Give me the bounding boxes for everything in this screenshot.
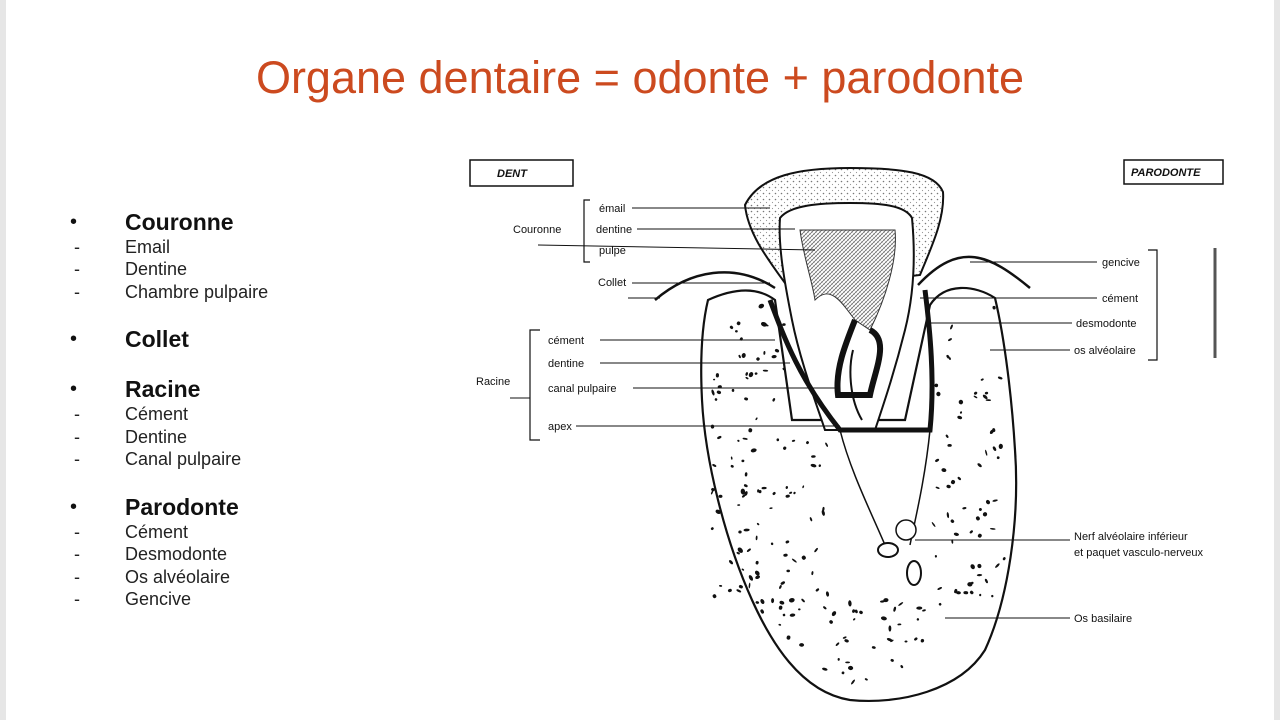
dash-marker: - bbox=[74, 426, 80, 447]
label-apex: apex bbox=[548, 421, 572, 433]
outline-heading-label: Parodonte bbox=[125, 493, 239, 520]
outline-list: • Couronne - Email - Dentine - Chambre pulpaire… bbox=[70, 208, 450, 633]
outline-item: - Os alvéolaire bbox=[70, 566, 450, 589]
outline-item-label: Canal pulpaire bbox=[125, 449, 242, 470]
leader-pulpe bbox=[537, 244, 816, 251]
vessel-1 bbox=[877, 542, 899, 558]
label-dentine: dentine bbox=[596, 224, 632, 236]
left-edge-shade bbox=[0, 0, 6, 720]
dash-marker: - bbox=[74, 566, 80, 587]
right-edge-shade bbox=[1274, 0, 1280, 720]
right-bracket bbox=[1148, 249, 1158, 361]
label-dentine-racine: dentine bbox=[548, 358, 584, 370]
outline-item-label: Cément bbox=[125, 521, 189, 542]
outline-item-label: Cément bbox=[125, 404, 189, 425]
outline-item-label: Email bbox=[125, 236, 171, 257]
racine-bracket bbox=[529, 329, 540, 441]
outline-item-label: Chambre pulpaire bbox=[125, 281, 269, 302]
outline-heading: • Parodonte bbox=[70, 493, 450, 521]
outline-item: - Dentine bbox=[70, 259, 450, 282]
gingiva-right bbox=[917, 255, 1031, 289]
bullet-icon: • bbox=[70, 210, 78, 233]
outline-heading-label: Couronne bbox=[125, 208, 234, 235]
outline-item-label: Gencive bbox=[125, 589, 192, 610]
label-email: émail bbox=[599, 203, 625, 215]
dent-box-label: DENT bbox=[497, 168, 528, 180]
outline-item: - Email bbox=[70, 236, 450, 259]
outline-item-label: Desmodonte bbox=[125, 544, 228, 565]
outline-heading: • Collet bbox=[70, 326, 450, 354]
parodonte-box-label: PARODONTE bbox=[1131, 167, 1201, 179]
alveolar-bone bbox=[700, 286, 1018, 702]
outline-group-parodonte: • Parodonte - Cément - Desmodonte - Os alvéolai… bbox=[70, 493, 450, 611]
parodonte-box bbox=[1123, 159, 1224, 185]
outline-item: - Gencive bbox=[70, 589, 450, 612]
label-desmodonte: desmodonte bbox=[1076, 318, 1137, 330]
outline-group-collet: • Collet bbox=[70, 326, 450, 354]
label-canal: canal pulpaire bbox=[548, 383, 617, 395]
label-cement-paro: cément bbox=[1102, 293, 1138, 305]
gingiva-left bbox=[654, 271, 776, 301]
root-canal bbox=[834, 318, 884, 398]
label-cement-racine: cément bbox=[548, 335, 584, 347]
pulp-chamber bbox=[799, 229, 896, 331]
bullet-icon: • bbox=[70, 378, 78, 400]
dash-marker: - bbox=[74, 544, 80, 565]
label-nerf-1: Nerf alvéolaire inférieur bbox=[1074, 531, 1188, 543]
dash-marker: - bbox=[74, 449, 80, 470]
outline-item: - Canal pulpaire bbox=[70, 449, 450, 472]
outline-item: - Cément bbox=[70, 404, 450, 427]
outline-item: - Desmodonte bbox=[70, 544, 450, 567]
dash-marker: - bbox=[74, 404, 80, 425]
label-pulpe: pulpe bbox=[599, 245, 626, 257]
outline-item: - Chambre pulpaire bbox=[70, 281, 450, 304]
dash-marker: - bbox=[74, 589, 80, 610]
root-canal-inner bbox=[849, 349, 863, 421]
vessel-2 bbox=[906, 560, 922, 586]
label-gencive: gencive bbox=[1102, 257, 1140, 269]
label-nerf-2: et paquet vasculo-nerveux bbox=[1074, 547, 1204, 559]
dent-box bbox=[469, 159, 574, 187]
label-os-alveolaire: os alvéolaire bbox=[1074, 345, 1136, 357]
label-racine: Racine bbox=[476, 376, 510, 388]
bullet-icon: • bbox=[70, 495, 78, 518]
dash-marker: - bbox=[74, 236, 80, 257]
outline-heading: • Racine bbox=[70, 376, 450, 404]
outline-heading: • Couronne bbox=[70, 208, 450, 236]
label-couronne: Couronne bbox=[513, 224, 561, 236]
outline-item-label: Dentine bbox=[125, 426, 188, 447]
outline-heading-label: Collet bbox=[125, 326, 189, 352]
outline-group-couronne: • Couronne - Email - Dentine - Chambre pulpaire bbox=[70, 208, 450, 304]
outline-item: - Cément bbox=[70, 521, 450, 544]
dash-marker: - bbox=[74, 281, 80, 302]
outline-item-label: Os alvéolaire bbox=[125, 566, 231, 587]
dash-marker: - bbox=[74, 259, 80, 280]
outline-heading-label: Racine bbox=[125, 376, 201, 402]
dash-marker: - bbox=[74, 521, 80, 542]
nerve-bundle bbox=[895, 519, 917, 541]
outline-item: - Dentine bbox=[70, 426, 450, 449]
slide-title: Organe dentaire = odonte + parodonte bbox=[255, 52, 1025, 103]
label-os-basilaire: Os basilaire bbox=[1074, 613, 1132, 625]
bullet-icon: • bbox=[70, 328, 78, 350]
label-collet: Collet bbox=[598, 277, 626, 289]
couronne-bracket bbox=[583, 199, 590, 263]
outline-item-label: Dentine bbox=[125, 259, 188, 280]
outline-group-racine: • Racine - Cément - Dentine - Canal pulpaire bbox=[70, 376, 450, 472]
